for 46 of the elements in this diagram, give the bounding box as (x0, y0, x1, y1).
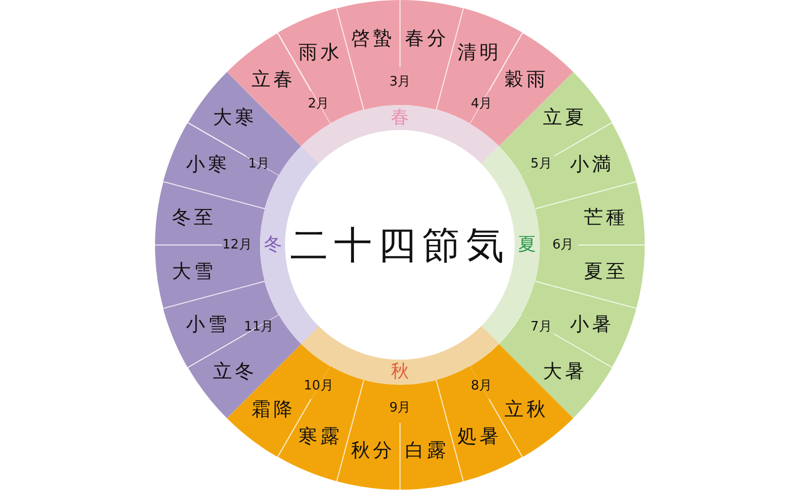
solar-term-name: 白露 (405, 442, 450, 461)
solar-term-name: 霜降 (251, 400, 296, 420)
solar-term-name: 小暑 (570, 315, 614, 334)
solar-term-sector (498, 72, 612, 175)
month-label: 7月 (530, 320, 552, 333)
solar-term-name: 処暑 (458, 428, 502, 447)
month-label: 5月 (530, 157, 552, 170)
solar-term-name: 冬至 (172, 208, 216, 228)
solar-term-name: 立冬 (212, 362, 257, 382)
month-label: 11月 (244, 320, 274, 333)
solar-term-sector (498, 315, 612, 418)
solar-term-name: 芒種 (584, 208, 628, 228)
solar-term-sector (336, 380, 400, 490)
month-label: 1月 (248, 157, 270, 170)
season-name: 夏 (518, 236, 536, 254)
solar-term-name: 啓蟄 (350, 29, 395, 48)
month-label: 9月 (389, 402, 411, 414)
month-label: 8月 (470, 380, 492, 393)
solar-term-sector (188, 315, 301, 418)
solar-term-name: 小雪 (186, 315, 230, 334)
solar-term-name: 大雪 (172, 262, 216, 282)
season-name: 秋 (390, 362, 409, 381)
solar-term-name: 大暑 (543, 362, 587, 382)
solar-term-name: 立春 (251, 70, 296, 90)
solar-term-name: 小満 (570, 156, 614, 175)
solar-term-name: 立夏 (543, 108, 587, 128)
month-label: 4月 (470, 97, 492, 110)
month-label: 12月 (222, 238, 252, 252)
month-label: 2月 (308, 97, 330, 110)
month-label: 3月 (389, 76, 411, 88)
solar-term-sector (188, 72, 301, 175)
title: 二十四節気 (290, 226, 510, 264)
month-label: 6月 (552, 238, 574, 252)
solar-term-name: 秋分 (350, 442, 395, 461)
solar-term-name: 寒露 (298, 428, 342, 447)
solar-term-name: 雨水 (298, 43, 342, 62)
solar-term-name: 立秋 (504, 400, 549, 420)
solar-term-name: 小寒 (186, 156, 230, 175)
solar-term-name: 大寒 (212, 108, 257, 128)
season-name: 冬 (264, 236, 282, 254)
solar-term-name: 穀雨 (504, 70, 549, 90)
month-label: 10月 (304, 380, 334, 393)
solar-term-name: 春分 (405, 29, 450, 48)
solar-term-name: 夏至 (584, 262, 628, 282)
season-name: 春 (390, 109, 409, 127)
solar-term-name: 清明 (458, 43, 502, 62)
